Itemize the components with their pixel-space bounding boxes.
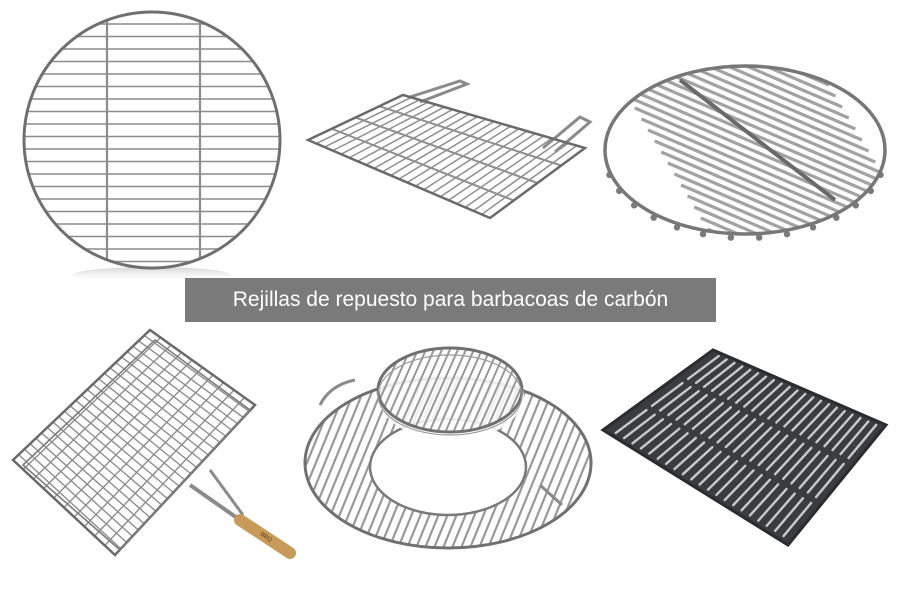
rectangular-grill-grate-icon [304,79,593,220]
round-steel-grate-icon [603,64,887,241]
wooden-handle-icon: BBQ [234,514,296,559]
caption-banner: Rejillas de repuesto para barbacoas de c… [185,278,716,322]
round-grill-grate-icon [22,10,282,283]
hinged-basket-grill-icon: BBQ [11,328,296,559]
product-image-basket-grill: BBQ [5,325,305,575]
product-image-round-steel-grate [595,55,895,255]
product-image-gourmet-grate [300,335,600,565]
gourmet-grate-icon [303,346,593,550]
cast-iron-grate-icon [600,348,889,547]
product-image-rectangular-grate [300,70,600,230]
product-image-cast-iron-grate [598,340,893,550]
product-image-round-grate [10,0,290,300]
